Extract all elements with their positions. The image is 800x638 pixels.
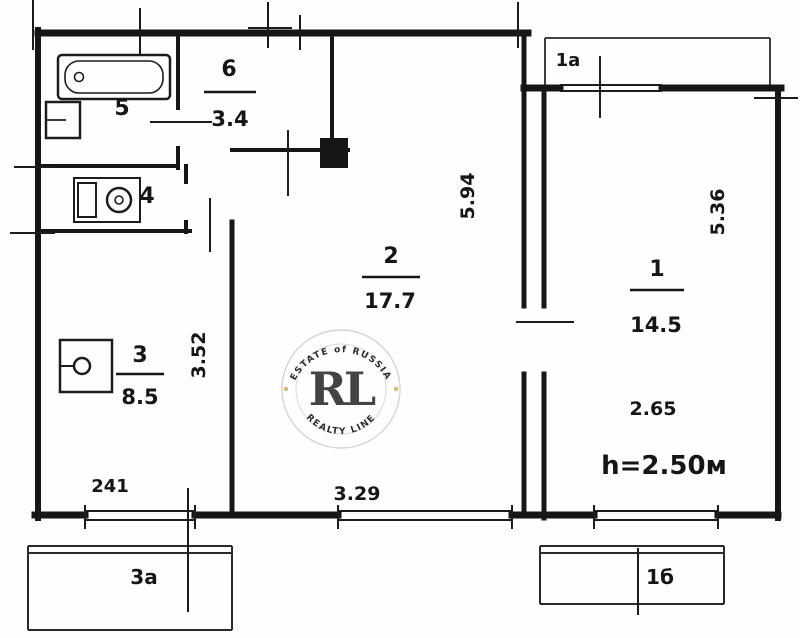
dimension-ticks xyxy=(10,0,798,615)
toilet-bowl xyxy=(105,186,133,214)
window-end-ticks xyxy=(84,505,719,529)
room3-height-dim: 3.52 xyxy=(188,332,210,379)
wall-corner-stub xyxy=(320,138,348,168)
toilet-platform xyxy=(73,177,141,223)
room1-width-dim: 2.65 xyxy=(630,398,677,420)
watermark-stamp: RL ESTATE of RUSSIA REALTY LINE xyxy=(281,329,401,449)
stove-burner xyxy=(72,356,92,376)
watermark-inner-circle xyxy=(295,343,387,435)
kitchen-window xyxy=(85,510,195,521)
interior-walls xyxy=(36,30,547,521)
room4-number: 4 xyxy=(139,184,154,209)
watermark-left-dot xyxy=(283,386,289,392)
bathtub-drain xyxy=(73,71,85,83)
room3-number: 3 xyxy=(132,343,147,368)
ceiling-height-label: h=2.50м xyxy=(601,451,727,481)
room1-height-dim: 5.36 xyxy=(707,189,729,236)
watermark-arc-bottom-path: REALTY LINE xyxy=(304,413,377,437)
dimension-labels: 5.94 3.52 5.36 3.29 2.65 xyxy=(188,173,729,505)
sink-symbol xyxy=(44,100,82,140)
room-labels: 5 6 3.4 4 3 8.5 241 2 17.7 1 14.5 xyxy=(91,57,684,497)
balcony-top-right-outline xyxy=(544,37,771,85)
balcony-bottom-left-outline xyxy=(27,545,233,631)
bathtub-inner xyxy=(64,60,164,94)
watermark-arc-bottom-text: REALTY LINE xyxy=(304,413,378,437)
room1-top-window xyxy=(560,84,662,92)
balcony-bottom-right-outline xyxy=(539,545,725,605)
room2-height-dim: 5.94 xyxy=(457,173,479,220)
watermark-initials: RL xyxy=(309,362,376,416)
windows xyxy=(84,84,719,529)
balcony-labels: 1a 3a 1б xyxy=(130,50,674,589)
room6-area: 3.4 xyxy=(211,107,248,131)
balcony-bottom-right-label: 1б xyxy=(646,565,674,589)
toilet-bowl-inner xyxy=(114,195,124,205)
outer-walls xyxy=(31,27,785,521)
balcony-top-right-label: 1a xyxy=(556,50,581,71)
balconies xyxy=(27,37,771,631)
room2-window xyxy=(338,510,512,521)
room1-number: 1 xyxy=(649,257,664,282)
room3-width-label: 241 xyxy=(91,476,129,497)
balcony-bottom-left-label: 3a xyxy=(130,565,157,589)
room5-number: 5 xyxy=(114,96,129,121)
room2-width-dim: 3.29 xyxy=(334,483,381,505)
stove-symbol xyxy=(58,338,114,394)
toilet-symbol xyxy=(73,177,141,223)
toilet-tank xyxy=(77,182,97,218)
tick-lines xyxy=(10,0,798,615)
room3-area: 8.5 xyxy=(121,385,158,409)
watermark-right-dot xyxy=(393,386,399,392)
room2-number: 2 xyxy=(383,244,398,269)
room2-area: 17.7 xyxy=(364,289,416,313)
room1-area: 14.5 xyxy=(630,313,682,337)
bathtub-outer xyxy=(56,53,172,101)
watermark-outer-circle xyxy=(281,329,401,449)
room1-window xyxy=(594,510,718,521)
bathtub-symbol xyxy=(56,53,172,101)
room6-number: 6 xyxy=(221,57,236,82)
